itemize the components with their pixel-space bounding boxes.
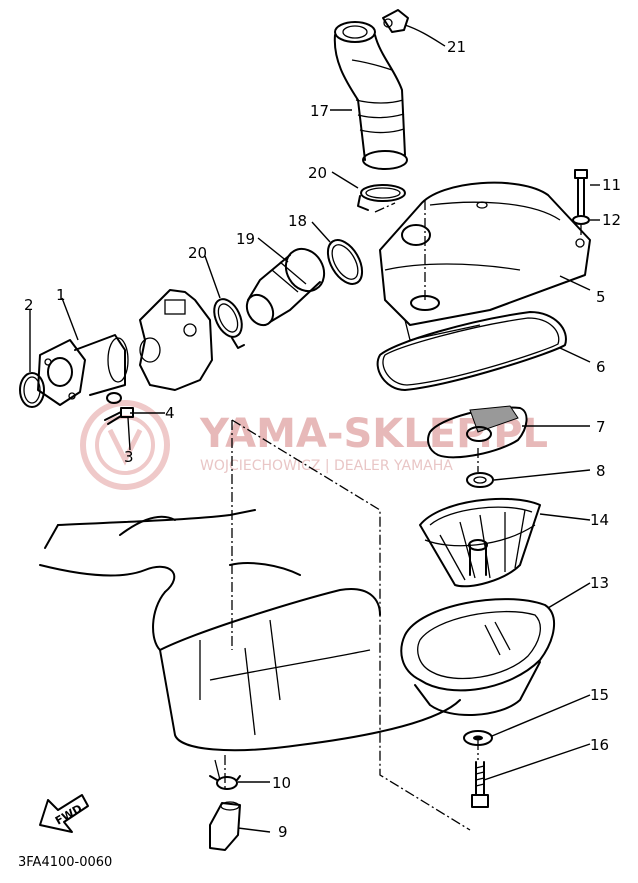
part-20-lower-clamp — [213, 298, 245, 349]
part-4-washer — [106, 392, 122, 404]
callout-12: 12 — [602, 211, 621, 229]
part-7-filter-element — [427, 405, 528, 459]
part-12-washer — [572, 215, 590, 225]
carburetor — [139, 289, 213, 391]
callout-9: 9 — [278, 823, 288, 841]
part-9-drain-plug — [209, 801, 241, 851]
callouts: 21 17 20 18 19 20 2 1 4 3 11 12 5 6 7 8 … — [24, 38, 621, 841]
part-16-bolt — [471, 761, 489, 808]
fwd-label: FWD — [53, 802, 84, 828]
leader-lines — [29, 24, 600, 833]
callout-20-upper: 20 — [308, 164, 327, 182]
callout-21: 21 — [447, 38, 466, 56]
part-14-filter-cage — [419, 497, 541, 588]
callout-13: 13 — [590, 574, 609, 592]
part-20-upper-clamp — [357, 184, 406, 211]
callout-11: 11 — [602, 176, 621, 194]
callout-18: 18 — [288, 212, 307, 230]
part-2-o-ring — [19, 372, 45, 408]
callout-3: 3 — [124, 448, 134, 466]
callout-19: 19 — [236, 230, 255, 248]
callout-17: 17 — [310, 102, 329, 120]
part-1-carburetor-joint — [37, 334, 129, 406]
callout-16: 16 — [590, 736, 609, 754]
part-19-joint — [245, 247, 326, 327]
callout-7: 7 — [596, 418, 606, 436]
callout-10: 10 — [272, 774, 291, 792]
assembly-lines — [224, 200, 582, 831]
callout-20-lower: 20 — [188, 244, 207, 262]
part-10-clip — [209, 775, 241, 790]
part-13-cover — [400, 598, 556, 717]
watermark-tagline: WOJCIECHOWICZ | DEALER YAMAHA — [200, 458, 453, 474]
callout-4: 4 — [165, 404, 175, 422]
part-11-bolt — [574, 169, 588, 216]
part-17-intake-duct — [333, 21, 408, 170]
part-6-gasket — [376, 311, 567, 391]
frame-outline — [39, 509, 461, 781]
fwd-arrow: FWD — [39, 794, 89, 833]
part-21-elbow — [382, 9, 409, 33]
callout-8: 8 — [596, 462, 606, 480]
callout-5: 5 — [596, 288, 606, 306]
callout-2: 2 — [24, 296, 34, 314]
callout-1: 1 — [56, 286, 66, 304]
callout-15: 15 — [590, 686, 609, 704]
diagram-code: 3FA4100-0060 — [18, 855, 112, 870]
part-5-filter-case — [379, 181, 591, 341]
part-18-clamp — [326, 239, 364, 285]
callout-14: 14 — [590, 511, 609, 529]
callout-6: 6 — [596, 358, 606, 376]
part-8-plate — [466, 472, 494, 488]
